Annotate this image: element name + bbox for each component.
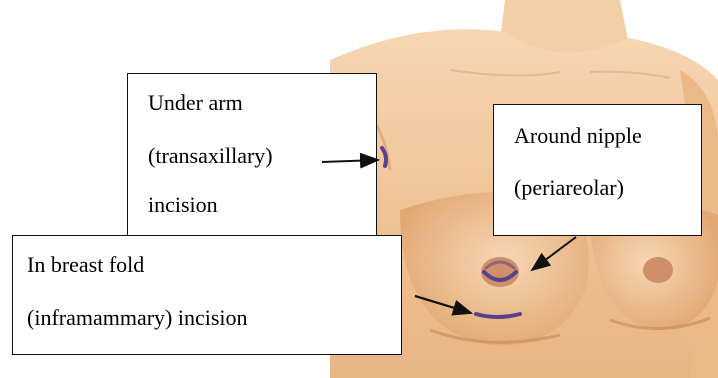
label-underarm-line1: Under arm <box>148 90 243 116</box>
label-nipple-line1: Around nipple <box>514 123 642 149</box>
label-underarm-incision: Under arm (transaxillary) incision <box>127 73 377 240</box>
label-breast-fold-incision: In breast fold (inframammary) incision <box>12 235 402 355</box>
label-fold-line1: In breast fold <box>27 252 144 278</box>
label-underarm-line2: (transaxillary) <box>148 143 273 169</box>
label-fold-line2: (inframammary) incision <box>27 305 248 331</box>
right-areola <box>643 257 673 283</box>
label-around-nipple: Around nipple (periareolar) <box>493 104 702 236</box>
label-underarm-line3: incision <box>148 192 218 218</box>
label-nipple-line2: (periareolar) <box>514 175 624 201</box>
